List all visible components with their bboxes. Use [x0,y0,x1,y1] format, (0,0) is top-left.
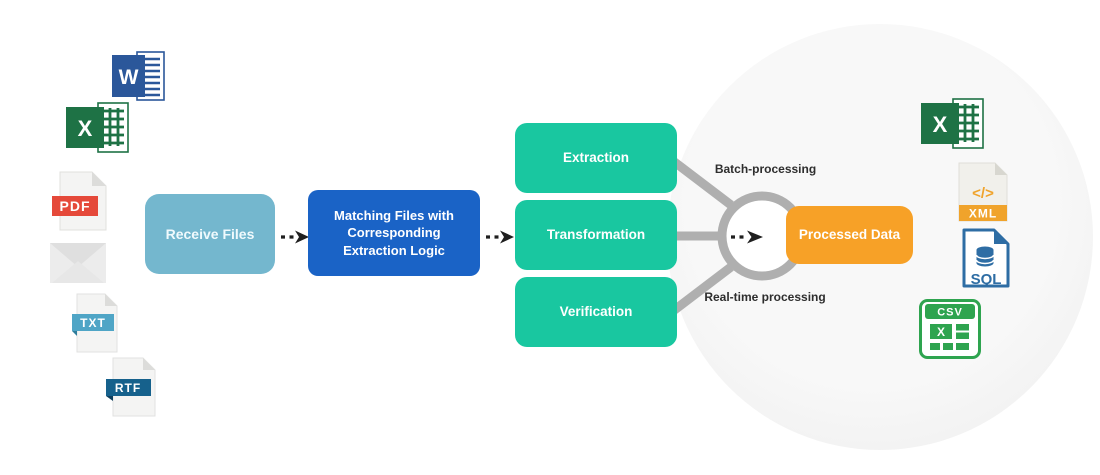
excel-letter: X [78,116,93,141]
word-letter: W [119,66,139,89]
processed-data-box: Processed Data [786,206,913,264]
csv-file-icon: CSV X [919,299,981,359]
pdf-file-icon: PDF [52,171,107,231]
csv-label: CSV [937,307,963,319]
xml-label: XML [969,207,997,221]
rtf-label: RTF [115,381,141,395]
txt-file-icon: TXT [72,293,118,353]
xml-code-glyph: </> [972,185,994,202]
xml-file-icon: </> XML [958,162,1008,222]
spreadsheet-grid-icon [930,324,969,350]
verification-label: Verification [559,303,633,319]
csv-x-letter: X [937,325,945,339]
txt-label: TXT [80,316,106,330]
rtf-file-icon: RTF [106,357,156,417]
realtime-processing-label: Real-time processing [704,290,826,304]
excel-grid-lines [957,104,979,142]
database-icon [975,246,995,267]
sql-label: SQL [971,271,1002,288]
processed-data-label: Processed Data [798,226,901,242]
receive-files-box: Receive Files [145,194,275,274]
excel-file-icon: X [66,102,129,153]
transformation-box: Transformation [515,200,677,270]
transformation-label: Transformation [546,226,646,242]
batch-processing-label: Batch-processing [714,162,817,176]
excel-grid-lines [102,108,124,146]
extraction-label: Extraction [562,149,630,165]
excel-file-icon: X [921,98,984,149]
receive-files-label: Receive Files [165,225,255,242]
verification-box: Verification [515,277,677,347]
extraction-box: Extraction [515,123,677,193]
pdf-label: PDF [60,198,91,214]
email-icon [50,243,106,283]
dashed-arrow-2 [486,230,514,244]
dashed-arrow-1 [281,230,309,244]
matching-label: Matching Files with Corresponding Extrac… [334,207,454,258]
sql-file-icon: SQL [962,228,1010,288]
matching-box: Matching Files with Corresponding Extrac… [308,190,480,276]
word-file-icon: W [112,51,165,101]
excel-letter: X [933,112,948,137]
